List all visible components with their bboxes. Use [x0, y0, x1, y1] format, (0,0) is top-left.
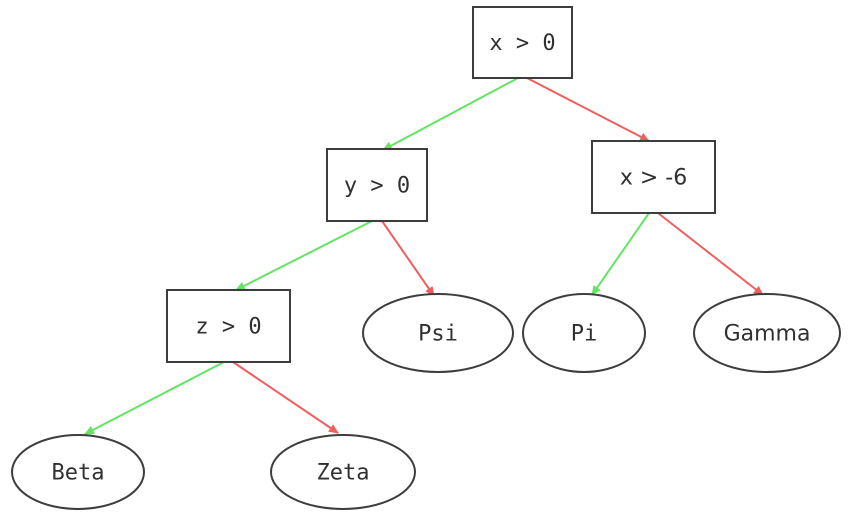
leaf-ellipse-shape — [270, 434, 416, 510]
edge-root-to-y0-true-branch — [382, 77, 519, 151]
node-label-zeta: Zeta — [317, 461, 370, 486]
leaf-node-gamma: Gamma — [693, 293, 841, 373]
node-label-pi: Pi — [571, 322, 598, 347]
leaf-ellipse-shape — [11, 434, 145, 510]
decision-node-z0: z > 0 — [166, 289, 291, 363]
node-label-beta: Beta — [52, 461, 105, 486]
node-label-y0: y > 0 — [344, 174, 410, 199]
edge-z0-to-zeta-false-branch — [232, 361, 339, 434]
decision-node-y0: y > 0 — [326, 148, 428, 222]
node-label-psi: Psi — [418, 322, 458, 347]
decision-node-root: x > 0 — [472, 6, 573, 79]
leaf-node-beta: Beta — [11, 434, 145, 510]
node-label-z0: z > 0 — [195, 315, 261, 340]
node-label-root: x > 0 — [489, 31, 555, 56]
edge-z0-to-beta-true-branch — [84, 361, 225, 435]
leaf-node-psi: Psi — [362, 293, 514, 373]
decision-box-shape — [472, 6, 573, 79]
leaf-ellipse-shape — [693, 293, 841, 373]
edge-xneg6-to-gamma-false-branch — [657, 212, 764, 296]
decision-node-xneg6: x > -6 — [591, 140, 716, 214]
leaf-node-zeta: Zeta — [270, 434, 416, 510]
edge-root-to-xneg6-false-branch — [526, 77, 650, 142]
decision-box-shape — [591, 140, 716, 214]
decision-box-shape — [166, 289, 291, 363]
node-label-gamma: Gamma — [724, 322, 811, 347]
decision-box-shape — [326, 148, 428, 222]
edge-xneg6-to-pi-true-branch — [591, 212, 650, 296]
node-label-xneg6: x > -6 — [620, 166, 687, 191]
leaf-ellipse-shape — [522, 293, 646, 373]
edge-y0-to-psi-false-branch — [381, 220, 435, 297]
leaf-node-pi: Pi — [522, 293, 646, 373]
leaf-ellipse-shape — [362, 293, 514, 373]
edge-y0-to-z0-true-branch — [235, 220, 373, 291]
